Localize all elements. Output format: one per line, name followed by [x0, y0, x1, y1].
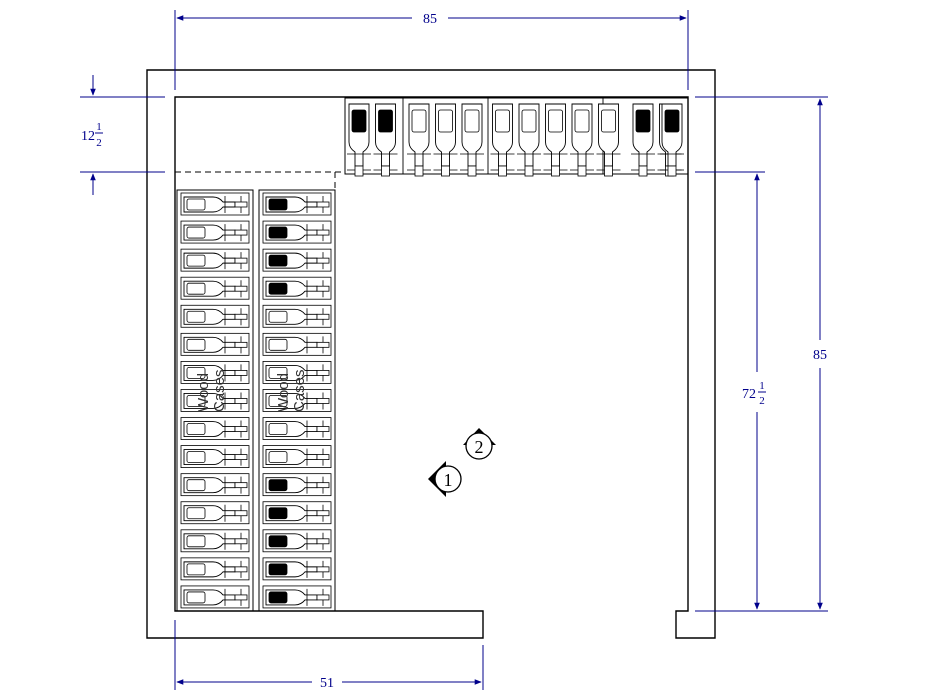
dim-inner-right-den: 2	[759, 395, 765, 407]
upper-zone-dashed	[175, 171, 345, 190]
dim-inner-right-height: 72 1 2	[742, 380, 766, 407]
left-wine-rack-b	[258, 189, 336, 612]
bottle	[262, 389, 332, 412]
bottle	[180, 585, 250, 609]
bottle	[262, 473, 332, 497]
view-marker-2: 2	[463, 428, 496, 460]
bottle	[180, 557, 250, 581]
bottle	[180, 332, 250, 356]
dim-bottom-width: 51	[320, 676, 334, 691]
marker-1-number: 1	[444, 470, 453, 490]
bottle	[262, 417, 332, 440]
dimension-lines	[80, 10, 828, 690]
bottle	[262, 445, 332, 469]
bottle	[180, 276, 250, 300]
bottle	[180, 304, 250, 328]
dim-left-height: 12 1 2	[81, 121, 103, 149]
wood-label-a: Wood	[195, 373, 212, 412]
bottle	[631, 103, 655, 177]
bottle	[660, 103, 684, 177]
bottle	[180, 445, 250, 469]
left-wine-rack-a	[176, 189, 254, 612]
bottle	[262, 332, 332, 356]
bottle	[347, 103, 371, 177]
wood-cases-label-right: Wood Cases	[275, 369, 308, 412]
bottle	[460, 103, 484, 177]
bottle	[180, 220, 250, 244]
bottle	[180, 417, 250, 440]
bottle	[262, 276, 332, 300]
dim-top-width: 85	[423, 12, 437, 27]
bottle	[262, 529, 332, 553]
bottle	[180, 192, 250, 216]
bottle	[262, 304, 332, 328]
dim-right-height: 85	[813, 348, 827, 363]
marker-2-number: 2	[475, 437, 484, 457]
dim-inner-right-num: 1	[759, 380, 765, 392]
cases-label-b: Cases	[291, 369, 308, 412]
bottle	[262, 585, 332, 609]
bottle	[180, 501, 250, 525]
dim-left-whole: 12	[81, 129, 95, 144]
bottle	[180, 360, 250, 384]
bottle	[262, 360, 332, 384]
room-walls	[146, 69, 716, 639]
bottle	[262, 248, 332, 272]
bottle	[596, 103, 621, 177]
bottle	[180, 248, 250, 272]
bottle	[262, 501, 332, 525]
dim-left-den: 2	[96, 137, 102, 149]
bottle	[180, 389, 250, 412]
cases-label-a: Cases	[211, 369, 228, 412]
bottle	[433, 103, 458, 177]
dim-left-num: 1	[96, 121, 102, 133]
bottle	[262, 220, 332, 244]
bottle	[490, 103, 515, 177]
bottle	[570, 103, 594, 177]
bottle	[262, 192, 332, 216]
view-marker-1: 1	[428, 461, 462, 497]
dim-inner-right-whole: 72	[742, 387, 756, 402]
wood-label-b: Wood	[275, 373, 292, 412]
bottle	[180, 473, 250, 497]
bottle	[180, 529, 250, 553]
bottle	[517, 103, 541, 177]
wood-cases-label-left: Wood Cases	[195, 369, 228, 412]
bottle	[543, 103, 568, 177]
bottle	[373, 103, 398, 177]
bottle	[262, 557, 332, 581]
bottle	[407, 103, 431, 177]
top-wine-rack	[344, 97, 689, 177]
